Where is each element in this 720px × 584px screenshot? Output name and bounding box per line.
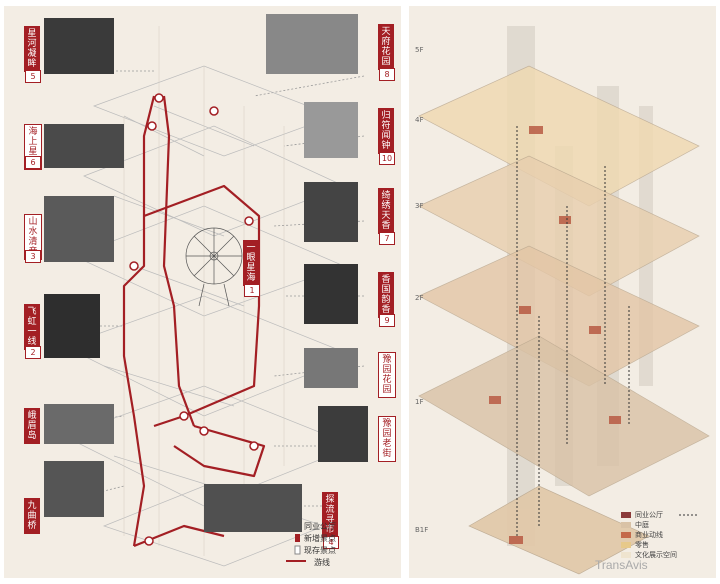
callout-number: 9 [379, 314, 395, 327]
water-market-photo [204, 484, 302, 532]
zigzag-bridge-photo [44, 461, 104, 517]
bell-tower-photo [304, 102, 358, 158]
legend-item: 游线 [314, 558, 330, 567]
floor-label: 4F [415, 116, 424, 124]
callout-label: 飞虹一线 [24, 304, 40, 350]
callout-number: 7 [379, 232, 395, 245]
corridor-photo [44, 294, 100, 358]
ferris-wheel-drawing [185, 227, 243, 307]
garden-sketch-photo [266, 14, 358, 74]
legend-item: 中庭 [635, 521, 649, 529]
callout-label: 星河凝眸 [24, 26, 40, 72]
callout-label: 豫园老街 [378, 416, 396, 462]
callout-label: 一眼星海 [243, 240, 259, 286]
floor-label: B1F [415, 526, 429, 534]
legend-item: 零售 [635, 541, 649, 549]
incense-shop-photo [304, 264, 358, 324]
floor-label: 1F [415, 398, 424, 406]
island-pavilion-photo [44, 404, 114, 444]
callout-number: 6 [25, 156, 41, 169]
callout-number: 2 [25, 346, 41, 359]
legend-item: 文化展示空间 [635, 551, 677, 559]
right-diagram-panel: 5F 4F 3F 2F 1F B1F 同业公厅 中庭 商业动线 零售 文化展示空… [409, 6, 716, 578]
rockery-photo [44, 196, 114, 262]
floor-stack-drawing [418, 26, 710, 575]
callout-number: 1 [244, 284, 260, 297]
legend-item: 现存景点 [304, 546, 336, 555]
callout-number: 3 [25, 250, 41, 263]
watermark: TransAvis [595, 558, 648, 572]
callout-label: 归符闻钟 [378, 108, 394, 154]
callout-number: 8 [379, 68, 395, 81]
callout-label: 峨眉岛 [24, 408, 40, 444]
legend-item: 新增景点 [304, 534, 336, 543]
pagoda-photo [44, 18, 114, 74]
lake-house-photo [44, 124, 124, 168]
yuyuan-garden-photo [304, 348, 358, 388]
callout-label: 豫园花园 [378, 352, 396, 398]
callout-number: 5 [25, 70, 41, 83]
left-diagram-panel: 星河凝眸 5 海上星园 6 山水清音 3 飞虹一线 2 峨眉岛 九曲桥 天府花园… [4, 6, 401, 578]
callout-number: 10 [379, 152, 395, 165]
legend-item: 同业公厅 [635, 511, 663, 519]
legend-item: 同业公厅 [304, 522, 336, 531]
callout-label: 九曲桥 [24, 498, 40, 534]
callout-label: 绮绣天香 [378, 188, 394, 234]
floor-label: 3F [415, 202, 424, 210]
callout-label: 天府花园 [378, 24, 394, 70]
legend-item: 商业动线 [635, 531, 663, 539]
callout-label: 探流寻市 [322, 492, 338, 538]
callout-label: 香国韵香 [378, 272, 394, 318]
loom-photo [304, 182, 358, 242]
floor-label: 5F [415, 46, 424, 54]
floor-label: 2F [415, 294, 424, 302]
old-street-photo [318, 406, 368, 462]
callout-number: 4 [323, 536, 339, 549]
